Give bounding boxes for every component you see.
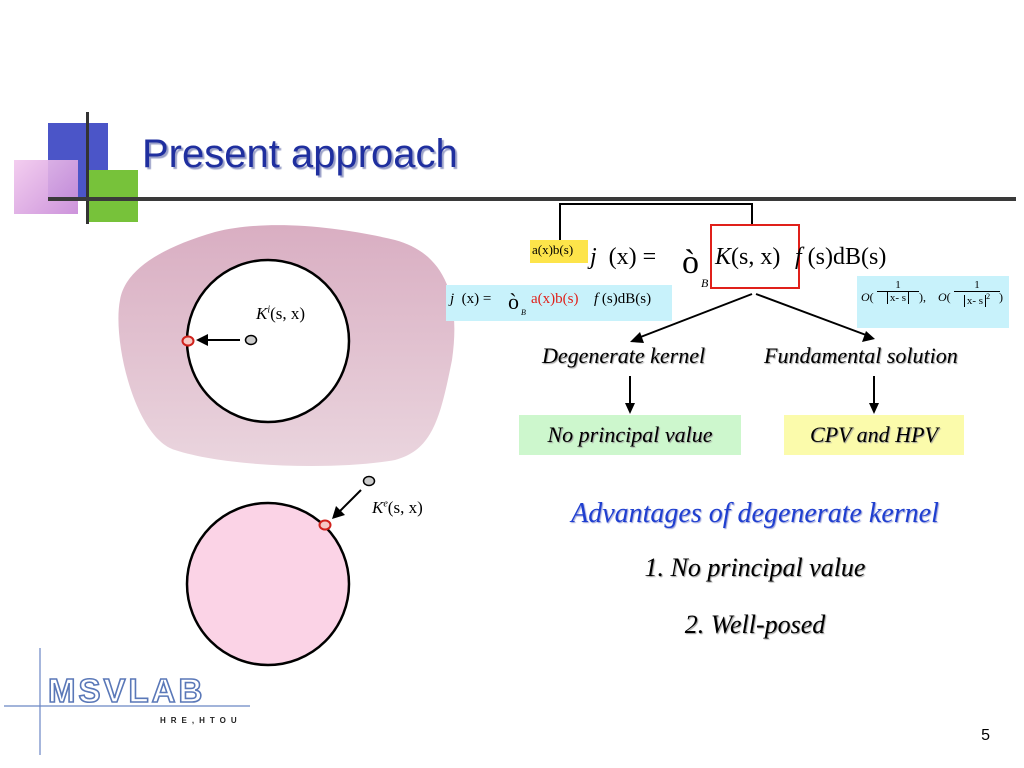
exterior-arrowhead [332, 506, 345, 519]
down-arrowhead-left [625, 403, 635, 414]
exterior-boundary-point [318, 519, 332, 531]
degenerate-kernel-part: a(x)b(s) [531, 291, 579, 307]
singularity-frac-1: 1 x- s [877, 279, 919, 304]
main-tail: f (s)dB(s) [795, 244, 887, 270]
prefix-box [530, 240, 588, 263]
result-label-cpv-hpv: CPV and HPV [810, 422, 938, 447]
degenerate-integral-sign: ò [508, 289, 519, 314]
advantages-title: Advantages of degenerate kernel [571, 498, 939, 529]
branch-label-fundamental: Fundamental solution [764, 343, 958, 368]
degenerate-tail: f (s)dB(s) [594, 291, 652, 307]
interior-arrowhead [196, 334, 208, 346]
down-arrowhead-right [869, 403, 879, 414]
exterior-field-point [362, 475, 376, 487]
result-label-no-principal-value: No principal value [547, 422, 713, 447]
main-equation: j (x) = [590, 244, 657, 270]
main-kernel: K(s, x) [715, 244, 781, 270]
result-box-cpv-hpv: CPV and HPV [784, 415, 964, 455]
advantage-item-2: 2. Well-posed [684, 610, 826, 639]
title-rule [48, 197, 1016, 201]
title-deco-green-square [86, 170, 138, 222]
singularity-close: ) [999, 290, 1003, 304]
result-box-no-principal-value: No principal value [519, 415, 741, 455]
prefix-text: a(x)b(s) [532, 242, 574, 257]
main-integral-sign: ò [682, 244, 699, 281]
degenerate-formula-box [446, 285, 672, 321]
branch-arrowhead-left [630, 332, 644, 343]
branch-label-degenerate: Degenerate kernel [542, 343, 706, 368]
msvlab-logo: MSVLAB [47, 671, 206, 710]
degenerate-formula-lhs: j (x) = [450, 291, 492, 307]
singularity-separator: ), [919, 290, 926, 304]
interior-kernel-label: Ki(s, x) [256, 304, 306, 323]
singularity-order-box [857, 276, 1009, 328]
kernel-highlight-box [710, 224, 800, 289]
main-integral-subscript: B [701, 276, 709, 290]
interior-field-point [244, 334, 258, 346]
exterior-disc [185, 501, 351, 667]
exterior-arrow [338, 489, 362, 513]
top-bracket [559, 203, 753, 248]
branch-arrowhead-right [862, 331, 875, 342]
exterior-kernel-label: Ke(s, x) [372, 498, 423, 517]
title-deco-pink-square [14, 160, 78, 214]
page-number: 5 [981, 727, 990, 744]
branch-arrow-right [755, 293, 867, 336]
singularity-order-2: O( [938, 290, 951, 304]
page-title: Present approach [142, 132, 458, 176]
msvlab-logo-subtitle: HRE,HTOU [160, 716, 242, 725]
singularity-order-1: O( [861, 290, 874, 304]
interior-boundary-point [181, 335, 195, 347]
branch-arrow-left [637, 293, 753, 339]
title-deco-vertical-line [86, 112, 89, 224]
degenerate-integral-subscript: B [521, 308, 526, 317]
advantage-item-1: 1. No principal value [644, 553, 866, 582]
